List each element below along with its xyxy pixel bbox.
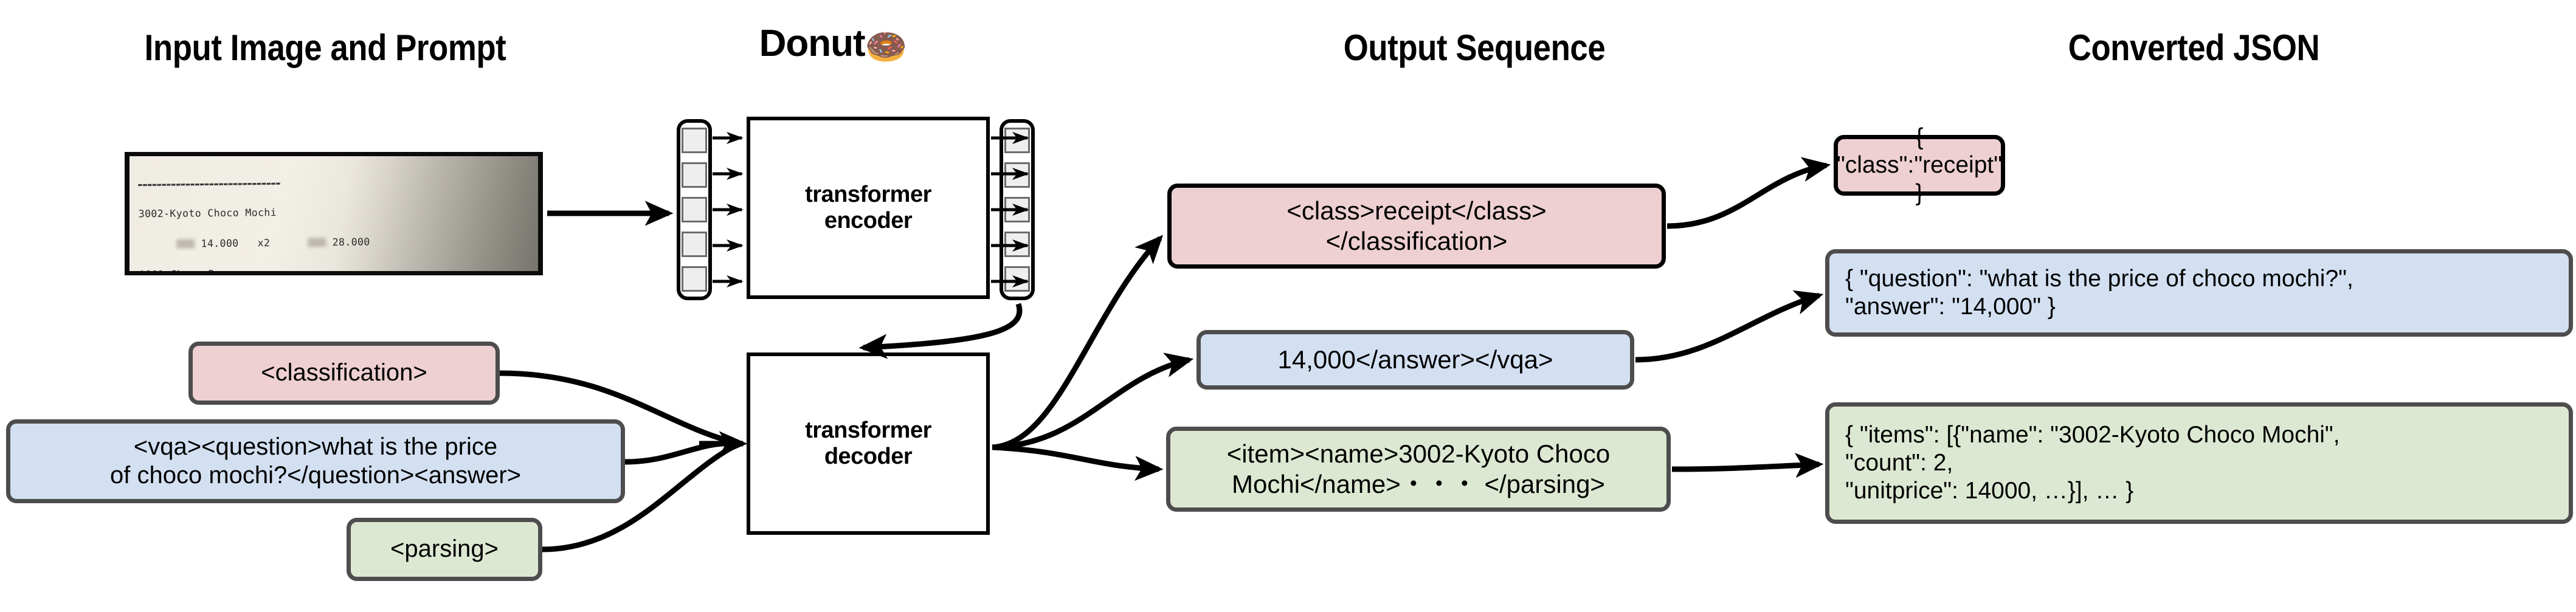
encoder-input-token-strip <box>677 119 712 300</box>
redaction-blur-t0 <box>308 238 326 247</box>
input-receipt-image: ▬▬▬▬▬▬▬▬▬▬▬▬▬▬▬▬▬▬▬▬▬▬▬▬▬▬▬▬▬▬ 3002-Kyot… <box>125 152 543 275</box>
prompt-box-vqa: <vqa><question>what is the price of choc… <box>6 419 625 503</box>
arrow-output-to-json-vqa <box>1635 290 1824 363</box>
encoder-output-token-strip <box>1000 119 1035 300</box>
arrow-output-to-json-parsing <box>1671 453 1824 478</box>
token-cell <box>1004 266 1030 292</box>
receipt-dash-top: ▬▬▬▬▬▬▬▬▬▬▬▬▬▬▬▬▬▬▬▬▬▬▬▬▬▬▬▬▬▬ <box>138 179 281 189</box>
heading-input-image-and-prompt: Input Image and Prompt <box>144 27 506 68</box>
token-cell <box>1004 232 1030 257</box>
json-box-vqa: { "question": "what is the price of choc… <box>1825 249 2573 337</box>
receipt-item-price-0: 14.000 <box>201 237 239 250</box>
token-cell <box>1004 197 1030 222</box>
token-cell <box>1004 162 1030 188</box>
output-box-parsing: <item><name>3002-Kyoto Choco Mochi</name… <box>1166 427 1671 512</box>
token-cell <box>682 162 707 188</box>
json-box-classification: { "class":"receipt" } <box>1834 124 2005 206</box>
heading-converted-json: Converted JSON <box>2068 27 2320 68</box>
receipt-text: ▬▬▬▬▬▬▬▬▬▬▬▬▬▬▬▬▬▬▬▬▬▬▬▬▬▬▬▬▬▬ 3002-Kyot… <box>138 157 537 271</box>
token-cell <box>682 232 707 257</box>
token-cell <box>1004 128 1030 153</box>
redaction-blur-0 <box>176 239 195 249</box>
heading-output-sequence: Output Sequence <box>1343 27 1606 68</box>
receipt-paper: ▬▬▬▬▬▬▬▬▬▬▬▬▬▬▬▬▬▬▬▬▬▬▬▬▬▬▬▬▬▬ 3002-Kyot… <box>129 156 538 271</box>
token-cell <box>682 128 707 153</box>
arrow-output-to-json-classification <box>1666 157 1831 229</box>
prompt-box-classification: <classification> <box>188 342 500 405</box>
receipt-item-qty-0: x2 <box>257 237 271 249</box>
token-cell <box>682 266 707 292</box>
donut-icon: 🍩 <box>865 27 908 66</box>
arrow-vqa-to-decoder <box>624 440 740 465</box>
token-cell <box>682 197 707 222</box>
transformer-encoder-box: transformer encoder <box>747 117 990 299</box>
receipt-item-name-1: 1001-Choco Bun <box>139 268 227 271</box>
transformer-decoder-box: transformer decoder <box>747 352 990 535</box>
receipt-item-total-0: 28.000 <box>332 236 370 249</box>
heading-donut-label: Donut <box>759 22 866 64</box>
output-box-vqa: 14,000</answer></vqa> <box>1196 330 1634 390</box>
arrow-decoder-to-output-vqa <box>992 352 1194 450</box>
prompt-box-parsing: <parsing> <box>347 518 542 581</box>
receipt-item-name-0: 3002-Kyoto Choco Mochi <box>138 207 277 220</box>
arrow-encoder-to-decoder <box>858 303 1023 359</box>
arrow-decoder-to-output-parsing <box>992 444 1164 481</box>
heading-donut: Donut🍩 <box>663 22 1003 66</box>
json-box-parsing: { "items": [{"name": "3002-Kyoto Choco M… <box>1825 402 2573 524</box>
output-box-classification: <class>receipt</class> </classification> <box>1167 184 1666 269</box>
